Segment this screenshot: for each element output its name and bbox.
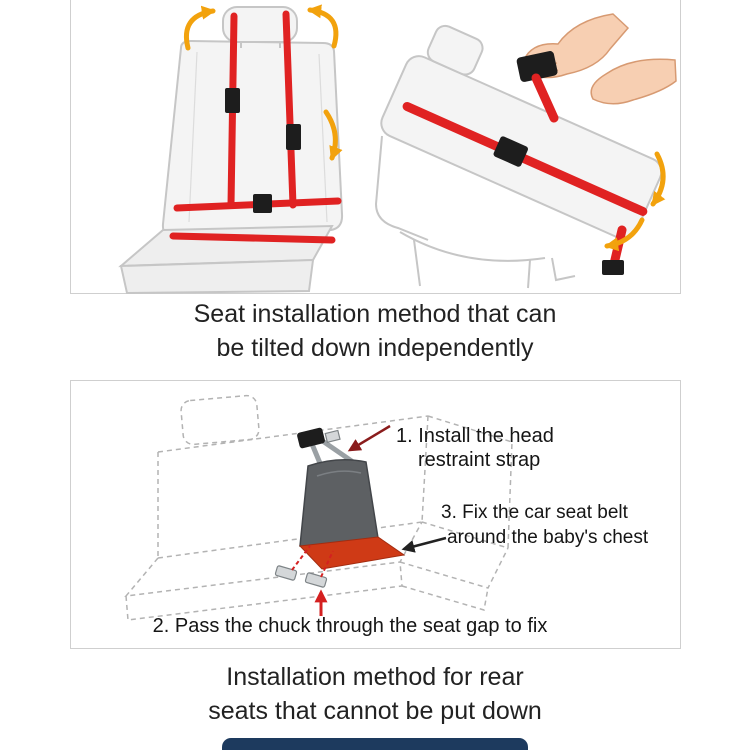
annotation-step1: 1. Install the head restraint strap	[396, 424, 554, 472]
belt-end-buckle	[602, 260, 624, 275]
curved-arrow-icon	[650, 151, 666, 207]
headrest	[222, 6, 298, 48]
panel2-caption: Installation method for rear seats that …	[0, 660, 750, 728]
right-strap	[282, 10, 297, 209]
lower-hand	[590, 58, 677, 105]
folded-seatback	[380, 24, 663, 240]
step1-arrow-icon	[347, 424, 391, 452]
strap-slider	[324, 429, 341, 444]
curved-arrow-icon	[184, 5, 216, 51]
seat-pad	[299, 459, 379, 549]
annotation-step2: 2. Pass the chuck through the seat gap t…	[152, 615, 548, 637]
horizontal-strap-lower	[169, 232, 336, 244]
rear-bench-illustration	[124, 394, 513, 621]
tighten-arrows	[604, 151, 666, 252]
panel2-caption-line2: seats that cannot be put down	[208, 697, 542, 725]
strap-buckle	[286, 124, 301, 150]
seat-red-base	[298, 536, 406, 570]
panel1-caption-line1: Seat installation method that can	[193, 300, 557, 328]
curved-arrow-icon	[604, 217, 645, 252]
chuck-clip	[304, 572, 328, 588]
next-section-bar	[222, 738, 528, 750]
chucks	[274, 545, 334, 588]
tilted-seat-illustration	[374, 13, 677, 289]
strap-clip	[253, 194, 272, 213]
strap-buckle	[225, 88, 240, 113]
curved-arrow-icon	[323, 109, 343, 161]
child-seat	[297, 427, 406, 570]
chuck-clip	[274, 565, 298, 581]
annotation-step3: 3. Fix the car seat belt around the baby…	[441, 500, 648, 550]
harness-straps	[169, 10, 342, 244]
annotation-step1-line2: restraint strap	[418, 449, 541, 471]
curved-arrow-icon	[307, 4, 339, 49]
belt-buckle-in-hands	[516, 51, 559, 123]
annotation-step1-line1: 1. Install the head	[396, 425, 554, 447]
panel1-caption-line2: be tilted down independently	[216, 334, 534, 362]
seat-base	[374, 135, 576, 289]
seat-belt-strap	[402, 101, 648, 216]
bench-headrest	[180, 394, 260, 446]
belt-adjuster	[493, 136, 528, 167]
panel-rear-seat	[70, 380, 681, 649]
panel1-caption: Seat installation method that can be til…	[0, 297, 750, 365]
headrest	[426, 24, 484, 76]
bench-outline	[124, 394, 513, 621]
chuck-insert-lines	[291, 545, 334, 578]
front-seat-illustration	[118, 4, 344, 294]
step3-arrow-icon	[401, 536, 447, 553]
head-restraint-buckle	[297, 427, 325, 449]
annotation-step3-line2: around the baby's chest	[447, 527, 649, 548]
annotation-step3-line1: 3. Fix the car seat belt	[441, 502, 628, 523]
rotation-arrows	[184, 4, 343, 161]
panel2-caption-line1: Installation method for rear	[226, 663, 524, 691]
belt-hanging-end	[602, 225, 627, 275]
